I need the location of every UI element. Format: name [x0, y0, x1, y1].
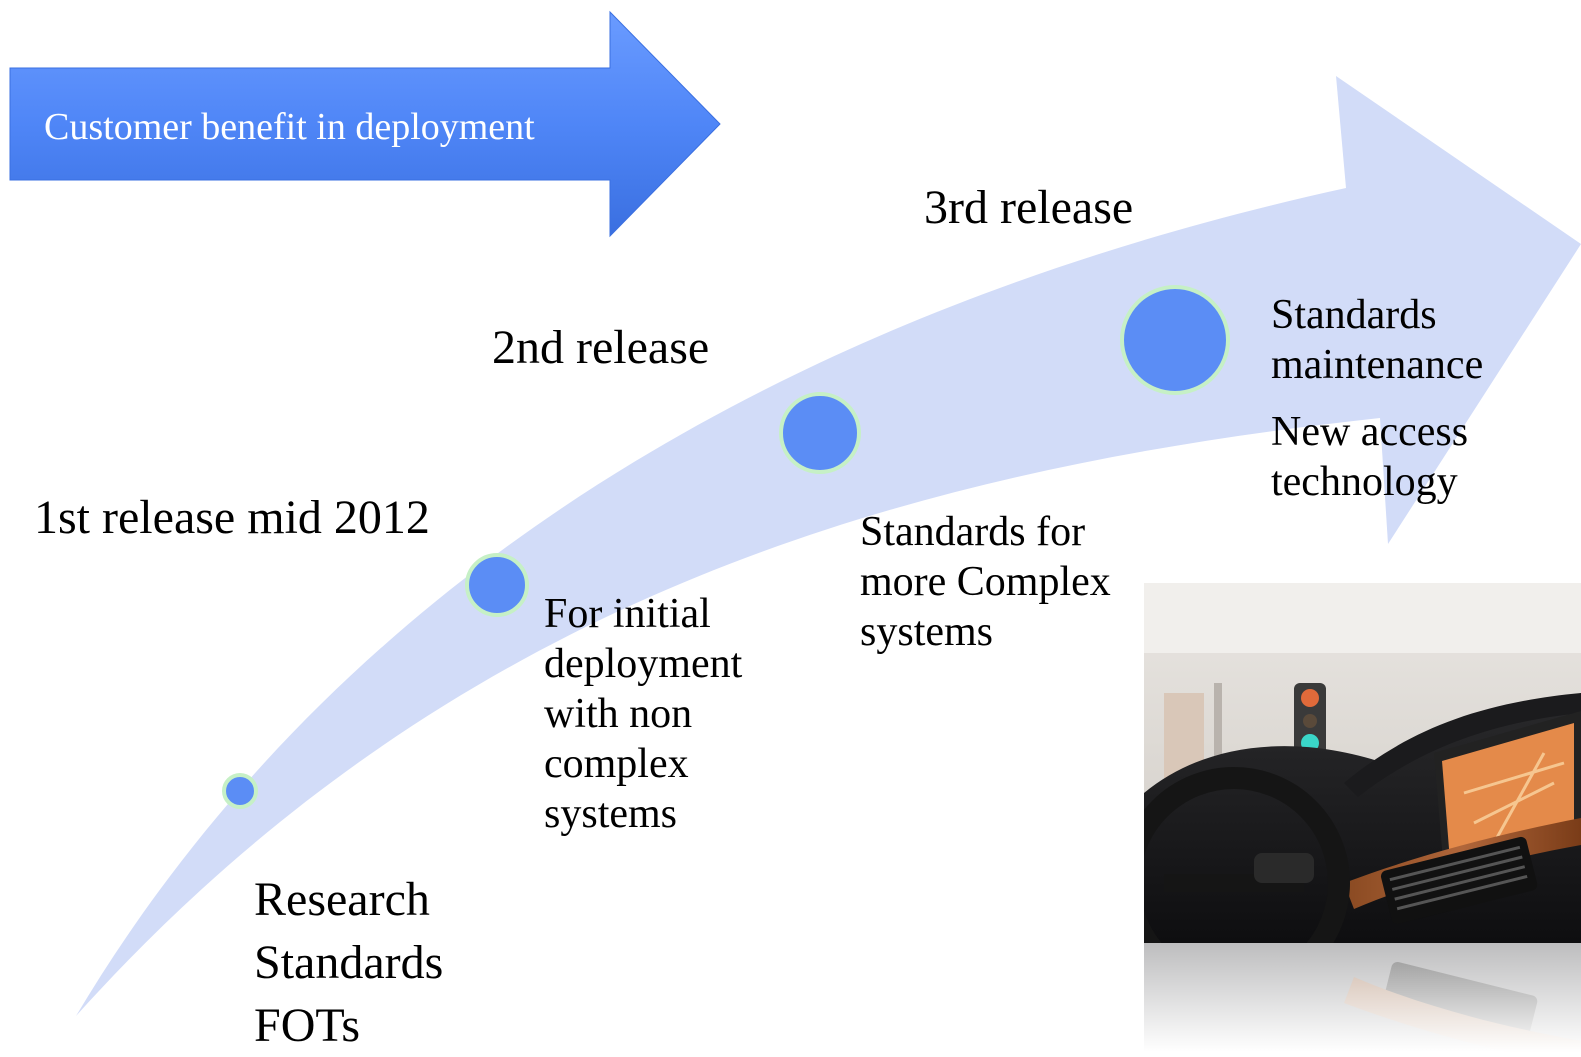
milestone-4-description: Standards maintenance [1271, 290, 1483, 390]
release-label-1: 1st release mid 2012 [34, 491, 430, 544]
car-dashboard-photo [1144, 583, 1581, 1052]
milestone-3-line-1: Standards for [860, 509, 1086, 555]
milestone-dot-4 [1120, 285, 1230, 395]
milestone-4-extra-line-2: technology [1271, 459, 1458, 505]
milestone-2-description: For initial deployment with non complex … [544, 589, 742, 839]
release-label-2: 2nd release [492, 321, 710, 374]
milestone-4-extra-description: New access technology [1271, 407, 1468, 507]
milestone-4-line-2: maintenance [1271, 342, 1484, 388]
milestone-2-line-3: with non [544, 691, 693, 737]
milestone-1-line-standards: Standards [254, 936, 444, 989]
benefit-arrow-label: Customer benefit in deployment [44, 106, 535, 148]
milestone-1-description: Research Standards FOTs [254, 868, 443, 1057]
milestone-3-line-3: systems [860, 609, 994, 655]
milestone-dot-1 [222, 773, 258, 809]
milestone-1-line-research: Research [254, 873, 430, 926]
release-label-3: 3rd release [924, 181, 1134, 234]
milestone-2-line-5: systems [544, 791, 678, 837]
car-dashboard-image [1144, 583, 1581, 1052]
benefit-arrow-shape [9, 10, 721, 238]
milestone-1-line-fots: FOTs [254, 999, 361, 1052]
milestone-2-line-1: For initial [544, 591, 711, 637]
milestone-3-description: Standards for more Complex systems [860, 507, 1111, 657]
milestone-2-line-2: deployment [544, 641, 743, 687]
milestone-dot-2 [465, 553, 529, 617]
milestone-4-extra-line-1: New access [1271, 409, 1469, 455]
milestone-3-line-2: more Complex [860, 559, 1111, 605]
milestone-2-line-4: complex [544, 741, 689, 787]
milestone-4-line-1: Standards [1271, 292, 1437, 338]
milestone-dot-3 [779, 392, 861, 474]
